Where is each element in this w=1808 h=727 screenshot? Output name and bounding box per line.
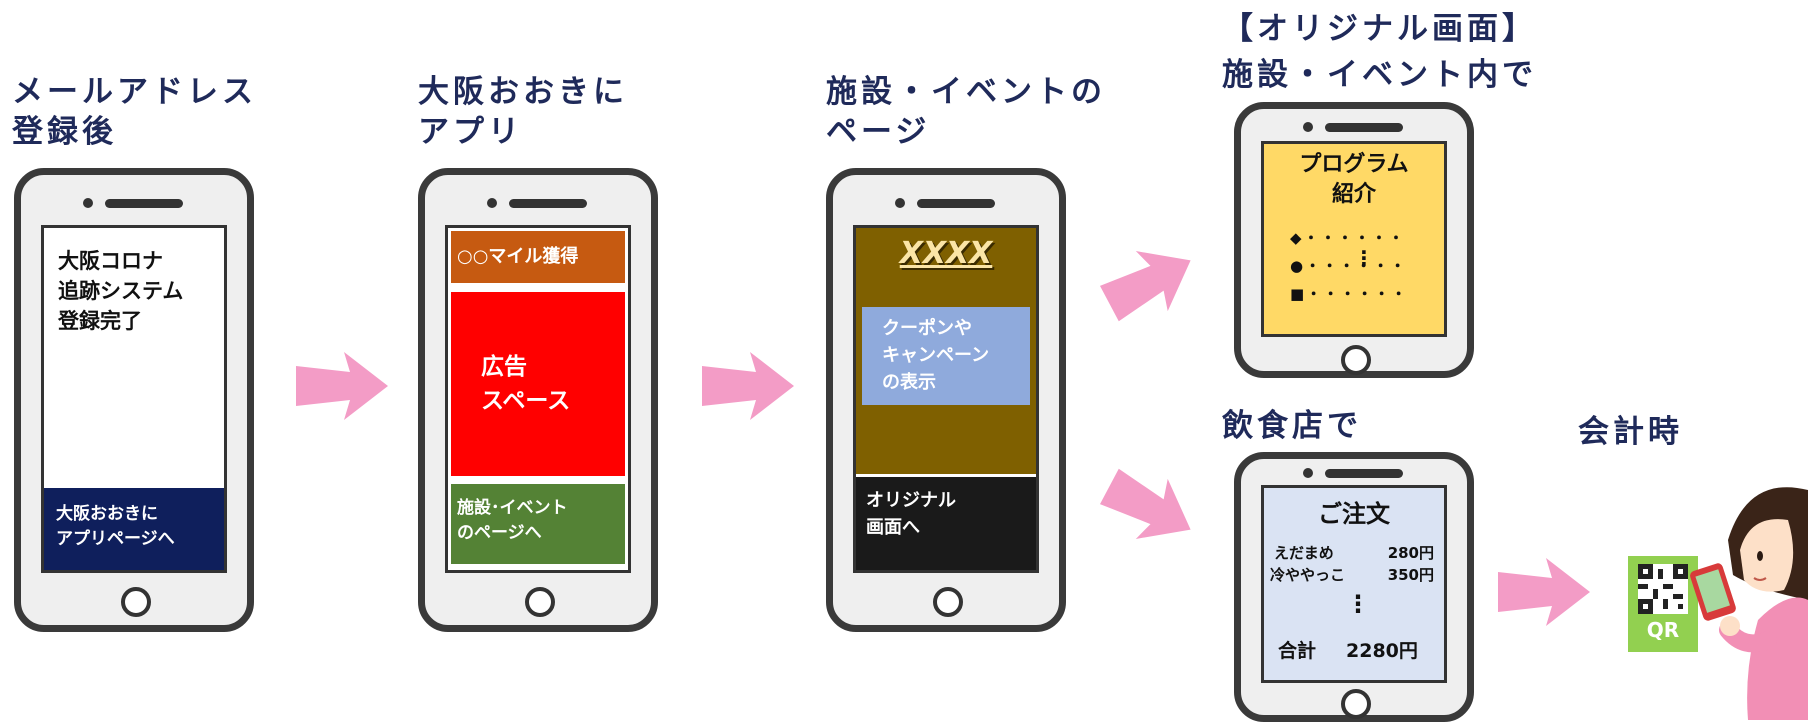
camera-dot — [895, 198, 905, 208]
speaker-bar — [105, 199, 183, 208]
phone-screen: ご注文 えだまめ 280円 冷ややっこ 350円 ⋮ 合計 2280円 — [1261, 485, 1447, 683]
coupon-campaign-box[interactable]: クーポンや キャンペーン の表示 — [859, 304, 1033, 408]
right-arrow-icon — [1099, 251, 1191, 322]
order-item-price: 350円 — [1387, 566, 1434, 584]
phone-original-program: プログラム 紹介 ◆・・・・・・ ●・・・・・・ ■・・・・・・ ⋮ — [1234, 102, 1474, 378]
phone-facility-page: XXXX クーポンや キャンペーン の表示 オリジナル 画面へ — [826, 168, 1066, 632]
original-branch-heading: 【オリジナル画面】 施設・イベント内で — [1222, 11, 1537, 93]
right-arrow-icon — [296, 352, 388, 420]
home-button-icon — [1341, 345, 1371, 375]
program-item: ●・・・・・・ — [1290, 257, 1408, 275]
home-button-icon — [1341, 689, 1371, 719]
order-item-price: 280円 — [1387, 544, 1434, 562]
camera-dot — [487, 198, 497, 208]
step2-heading: 大阪おおきに アプリ — [418, 74, 628, 150]
miles-earned-bar: ○○マイル獲得 — [451, 231, 625, 283]
phone-registration: 大阪コロナ 追跡システム 登録完了 大阪おおきに アプリページへ — [14, 168, 254, 632]
qr-code-card: QR — [1628, 556, 1698, 652]
speaker-bar — [917, 199, 995, 208]
order-title: ご注文 — [1318, 500, 1390, 528]
ad-space: 広告 スペース — [451, 292, 625, 476]
phone-screen: XXXX クーポンや キャンペーン の表示 オリジナル 画面へ — [853, 225, 1039, 573]
phone-screen: プログラム 紹介 ◆・・・・・・ ●・・・・・・ ■・・・・・・ ⋮ — [1261, 141, 1447, 337]
program-vertical-dots: ⋮ — [1354, 246, 1374, 270]
camera-dot — [1303, 468, 1313, 478]
speaker-bar — [1325, 123, 1403, 132]
woman-with-phone-icon — [1690, 487, 1808, 720]
step1-heading: メールアドレス 登録後 — [12, 74, 257, 150]
qr-code-icon — [1638, 564, 1688, 614]
phone-ookini-app: ○○マイル獲得 広告 スペース 施設･イベント のページへ — [418, 168, 658, 632]
camera-dot — [83, 198, 93, 208]
osaka-ookini-app-page-button[interactable]: 大阪おおきに アプリページへ — [44, 488, 224, 570]
speaker-bar — [1325, 469, 1403, 478]
program-title: プログラム 紹介 — [1299, 152, 1409, 207]
order-total-label: 合計 — [1278, 640, 1317, 662]
right-arrow-icon — [1099, 468, 1191, 539]
original-screen-button[interactable]: オリジナル 画面へ — [856, 474, 1036, 570]
registration-complete-text: 大阪コロナ 追跡システム 登録完了 — [58, 249, 184, 333]
speaker-bar — [509, 199, 587, 208]
home-button-icon — [525, 587, 555, 617]
program-item: ◆・・・・・・ — [1290, 229, 1406, 247]
home-button-icon — [121, 587, 151, 617]
qr-label: QR — [1646, 618, 1680, 642]
home-button-icon — [933, 587, 963, 617]
order-vertical-dots: ⋮ — [1346, 590, 1370, 618]
program-item: ■・・・・・・ — [1290, 285, 1409, 303]
right-arrow-icon — [1498, 558, 1590, 626]
facility-event-page-button[interactable]: 施設･イベント のページへ — [451, 484, 625, 564]
phone-screen: 大阪コロナ 追跡システム 登録完了 大阪おおきに アプリページへ — [41, 225, 227, 573]
order-item-name: 冷ややっこ — [1270, 566, 1346, 584]
order-item-name: えだまめ — [1274, 544, 1334, 562]
camera-dot — [1303, 122, 1313, 132]
order-total-value: 2280円 — [1346, 640, 1418, 662]
right-arrow-icon — [702, 352, 794, 420]
facility-title: XXXX — [899, 236, 993, 271]
step3-heading: 施設・イベントの ページ — [826, 74, 1106, 150]
phone-restaurant-order: ご注文 えだまめ 280円 冷ややっこ 350円 ⋮ 合計 2280円 — [1234, 452, 1474, 722]
restaurant-branch-heading: 飲食店で — [1222, 408, 1362, 444]
phone-screen: ○○マイル獲得 広告 スペース 施設･イベント のページへ — [445, 225, 631, 573]
checkout-heading: 会計時 — [1578, 414, 1683, 450]
